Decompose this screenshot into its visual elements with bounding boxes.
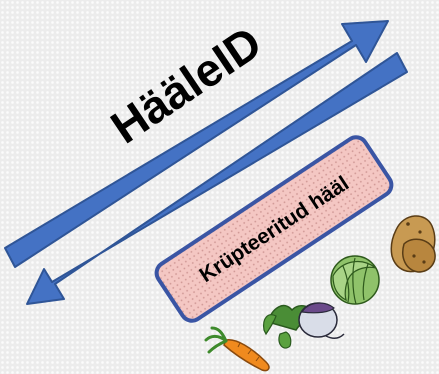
cabbage-icon bbox=[330, 255, 380, 305]
turnip-icon bbox=[263, 302, 345, 349]
up-right-arrow bbox=[4, 20, 389, 268]
down-left-arrow bbox=[26, 52, 408, 305]
carrot-icon bbox=[204, 326, 270, 372]
diagram-title: HääleID bbox=[102, 16, 271, 153]
potato-icon bbox=[390, 215, 436, 273]
